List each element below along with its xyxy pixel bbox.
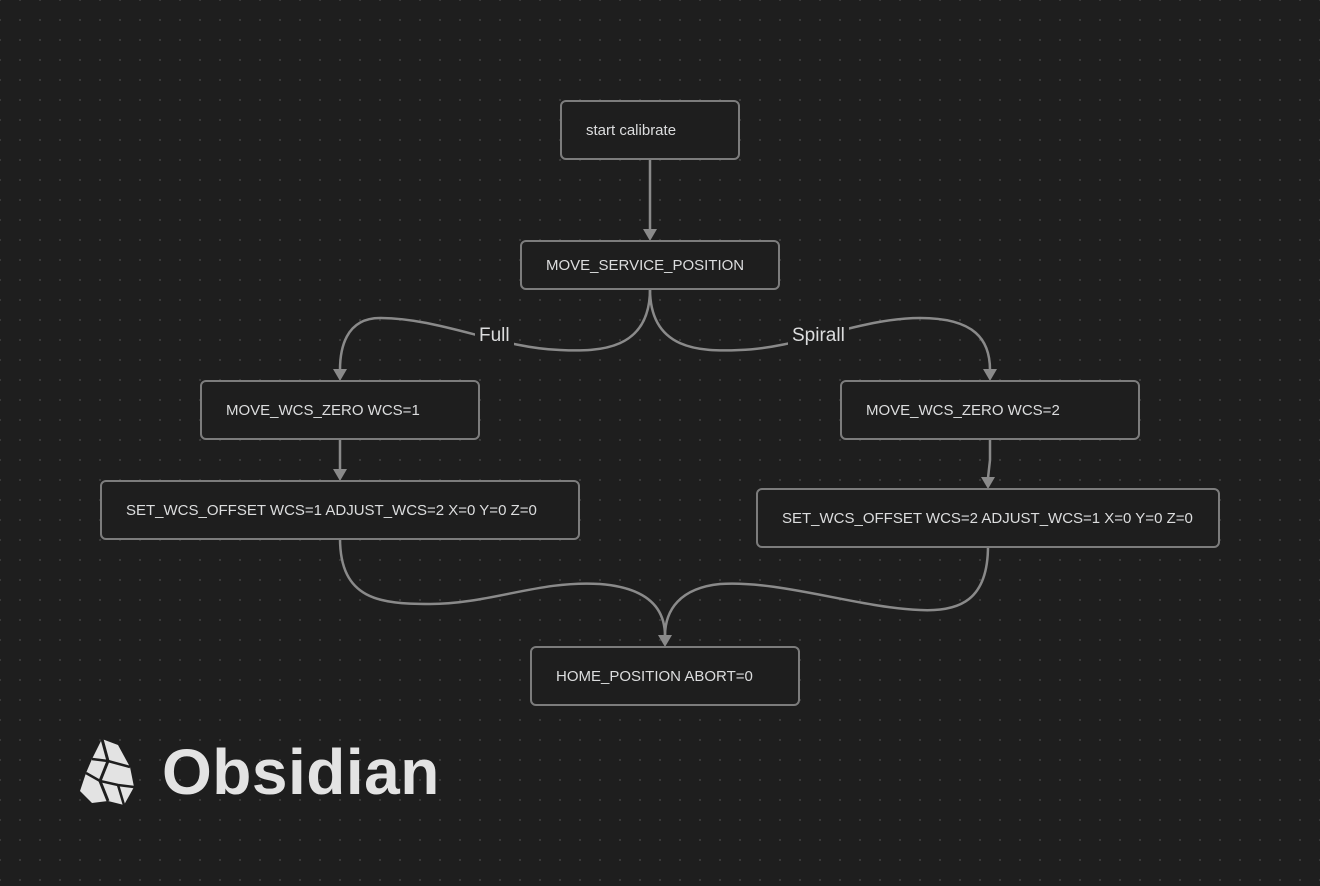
obsidian-logo: Obsidian <box>78 734 440 810</box>
arrowhead-offset2 <box>981 477 995 489</box>
node-start-calibrate[interactable]: start calibrate <box>560 100 740 160</box>
node-move-wcs-zero-2[interactable]: MOVE_WCS_ZERO WCS=2 <box>840 380 1140 440</box>
arrowhead-wcs1 <box>333 369 347 381</box>
edge-label-spirall: Spirall <box>788 324 849 348</box>
arrowhead-offset1 <box>333 469 347 481</box>
edge-label-full: Full <box>475 324 514 348</box>
node-move-service-position[interactable]: MOVE_SERVICE_POSITION <box>520 240 780 290</box>
arrowhead-home <box>658 635 672 647</box>
node-home-position[interactable]: HOME_POSITION ABORT=0 <box>530 646 800 706</box>
node-move-wcs-zero-1[interactable]: MOVE_WCS_ZERO WCS=1 <box>200 380 480 440</box>
edge-wcs2-to-offset2 <box>986 438 992 479</box>
node-set-wcs-offset-1[interactable]: SET_WCS_OFFSET WCS=1 ADJUST_WCS=2 X=0 Y=… <box>100 480 580 540</box>
node-set-wcs-offset-2[interactable]: SET_WCS_OFFSET WCS=2 ADJUST_WCS=1 X=0 Y=… <box>756 488 1220 548</box>
obsidian-logo-icon <box>80 738 135 806</box>
edge-offset2-to-home <box>663 545 990 637</box>
logo-wordmark: Obsidian <box>162 736 440 808</box>
arrowhead-service <box>643 229 657 241</box>
edge-offset1-to-home <box>338 537 667 637</box>
arrowhead-wcs2 <box>983 369 997 381</box>
